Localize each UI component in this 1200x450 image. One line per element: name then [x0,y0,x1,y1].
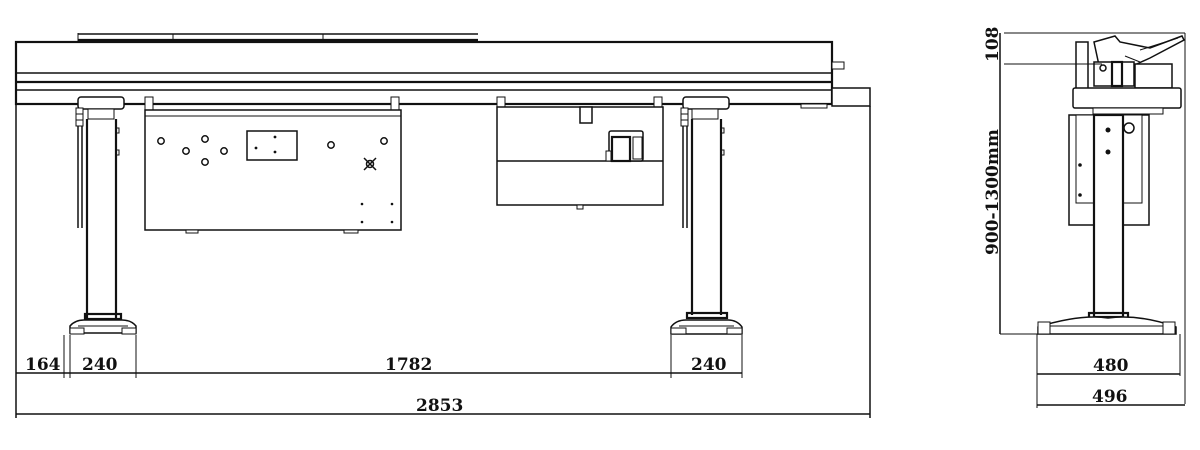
control-panel [144,96,402,234]
dim-right-foot-width: 240 [691,355,727,375]
top-rail [77,33,478,42]
side-dimension-lines [999,32,1186,408]
side-column [1037,113,1177,335]
dim-left-foot-width: 240 [82,355,118,375]
dim-overall-length: 2853 [416,396,463,416]
main-beam [14,40,871,109]
right-column [670,96,743,335]
left-column [69,96,137,335]
dim-top-height: 108 [983,27,1003,63]
front-view [14,33,871,418]
dim-left-offset: 164 [25,355,61,375]
dim-span-between-feet: 1782 [385,355,432,375]
dim-working-height-range: 900-1300mm [983,129,1003,255]
motor-housing [496,96,664,210]
connector-icon [363,157,377,171]
motor-icon [605,130,644,163]
extension-lines [15,104,871,418]
dimension-lines [16,372,870,415]
feed-head [1072,35,1185,115]
side-view [999,32,1186,408]
dim-overall-width: 496 [1092,387,1128,407]
display-window [246,130,298,161]
dim-foot-width: 480 [1093,356,1129,376]
